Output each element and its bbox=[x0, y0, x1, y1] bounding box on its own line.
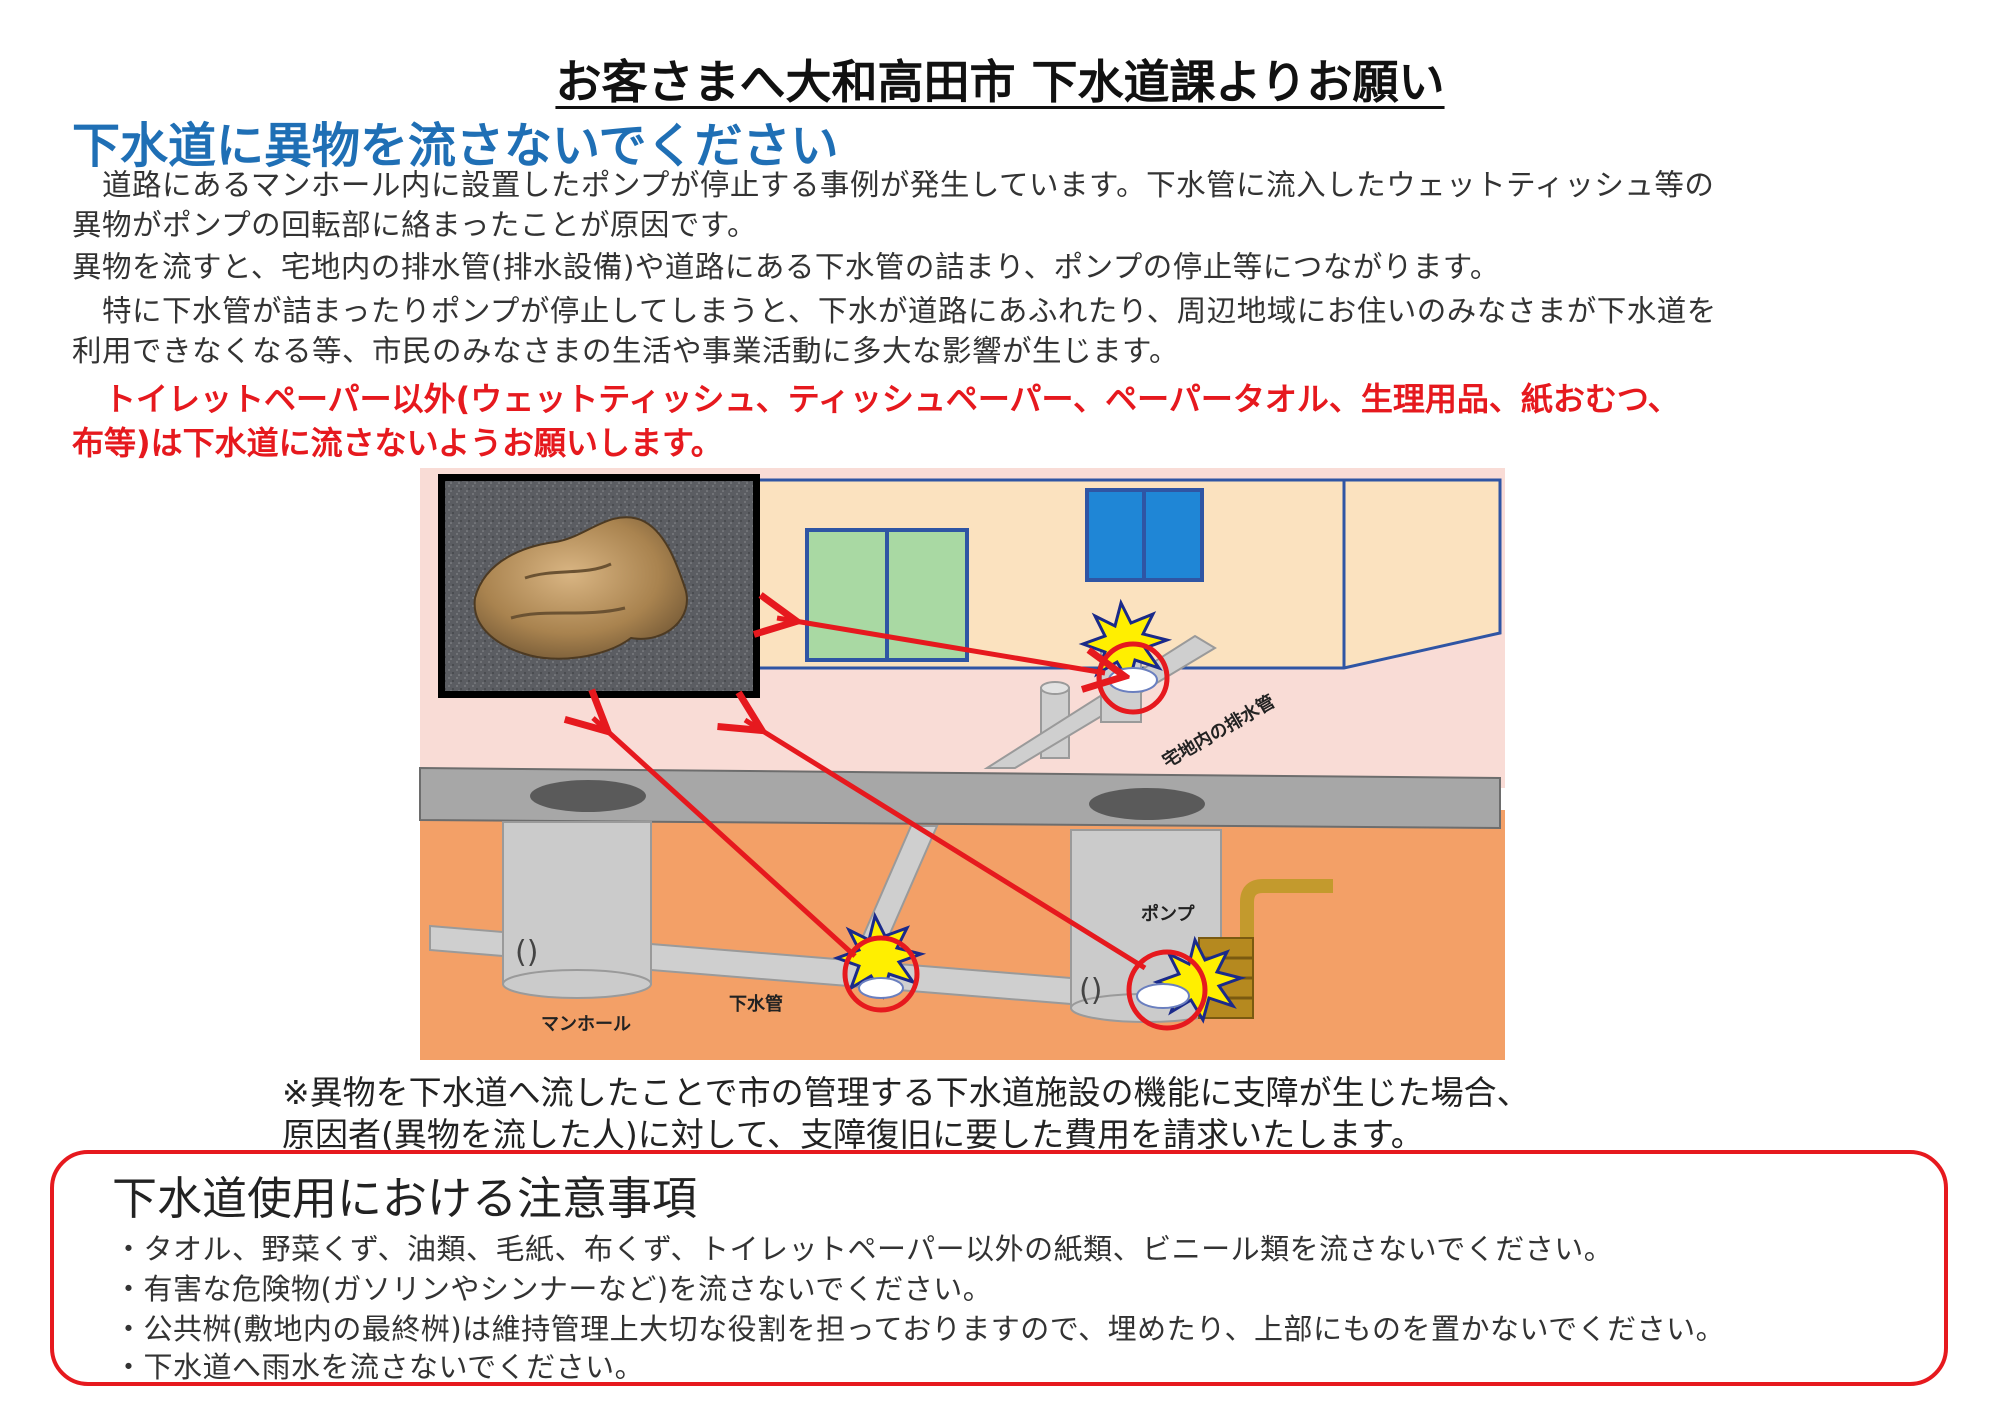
pipe-opening-left: () bbox=[515, 935, 538, 970]
caution-item-1: ・タオル、野菜くず、油類、毛紙、布くず、トイレットペーパー以外の紙類、ビニール類… bbox=[114, 1232, 1614, 1266]
manhole-cover-left bbox=[530, 780, 646, 812]
clog-pump bbox=[1126, 935, 1247, 1031]
manhole-cover-right bbox=[1089, 788, 1205, 820]
clog-circle-pump bbox=[1126, 949, 1208, 1031]
manhole-label: マンホール bbox=[541, 1014, 631, 1035]
arrow-pump bbox=[745, 720, 1147, 971]
warning-line-2: 布等)は下水道に流さないようお願いします。 bbox=[72, 424, 723, 462]
manhole-shaft-left bbox=[502, 821, 652, 985]
caution-item-3: ・公共桝(敷地内の最終桝)は維持管理上大切な役割を担っておりますので、埋めたり、… bbox=[114, 1312, 1726, 1346]
body-line-1: 道路にあるマンホール内に設置したポンプが停止する事例が発生しています。下水管に流… bbox=[72, 168, 1715, 202]
debris-clump bbox=[473, 516, 688, 660]
page-title-text: お客さまへ大和高田市 下水道課よりお願い bbox=[555, 55, 1445, 109]
road-surface bbox=[419, 766, 1501, 830]
body-line-2: 異物がポンプの回転部に絡まったことが原因です。 bbox=[72, 208, 757, 242]
sewer-illustration: 宅地内の排水管 () () ポンプ 下水管 マンホール bbox=[419, 468, 1505, 1060]
sewer-pipe-label: 下水管 bbox=[729, 993, 783, 1015]
sewer-main-pipe bbox=[429, 924, 504, 958]
warning-line-1: トイレットペーパー以外(ウェットティッシュ、ティッシュペーパー、ペーパータオル、… bbox=[72, 380, 1680, 418]
arrow-sewer bbox=[593, 718, 857, 958]
clog-circle-sewer bbox=[842, 935, 920, 1013]
caution-item-4: ・下水道へ雨水を流さないでください。 bbox=[114, 1350, 645, 1384]
clog-paper-pump bbox=[1136, 983, 1190, 1009]
caution-box bbox=[50, 1150, 1948, 1386]
body-line-3: 異物を流すと、宅地内の排水管(排水設備)や道路にある下水管の詰まり、ポンプの停止… bbox=[72, 250, 1500, 284]
subtitle: 下水道に異物を流さないでください bbox=[72, 118, 839, 174]
page-title: お客さまへ大和高田市 下水道課よりお願い bbox=[0, 46, 2000, 112]
caution-item-2: ・有害な危険物(ガソリンやシンナーなど)を流さないでください。 bbox=[114, 1272, 993, 1306]
debris-clump-fold bbox=[510, 562, 626, 620]
clog-paper-sewer bbox=[858, 977, 904, 999]
manhole-shaft-left-bottom bbox=[502, 969, 652, 999]
body-line-4: 特に下水管が詰まったりポンプが停止してしまうと、下水が道路にあふれたり、周辺地域… bbox=[72, 294, 1717, 328]
clog-sewer bbox=[832, 911, 927, 1013]
house-drain-stub-top bbox=[1040, 681, 1070, 695]
clog-paper-house bbox=[1108, 667, 1158, 693]
pump-label: ポンプ bbox=[1141, 903, 1195, 925]
arrow-house bbox=[777, 618, 1105, 673]
note-line-2: 原因者(異物を流した人)に対して、支障復旧に要した費用を請求いたします。 bbox=[282, 1115, 1424, 1154]
house-wall bbox=[663, 478, 1502, 670]
note-line-1: ※異物を下水道へ流したことで市の管理する下水道施設の機能に支障が生じた場合、 bbox=[282, 1073, 1530, 1112]
body-line-5: 利用できなくなる等、市民のみなさまの生活や事業活動に多大な影響が生じます。 bbox=[72, 334, 1180, 368]
pipe-opening-right: () bbox=[1079, 973, 1102, 1008]
pump-pipe bbox=[1240, 879, 1333, 1008]
caution-title: 下水道使用における注意事項 bbox=[112, 1172, 698, 1225]
